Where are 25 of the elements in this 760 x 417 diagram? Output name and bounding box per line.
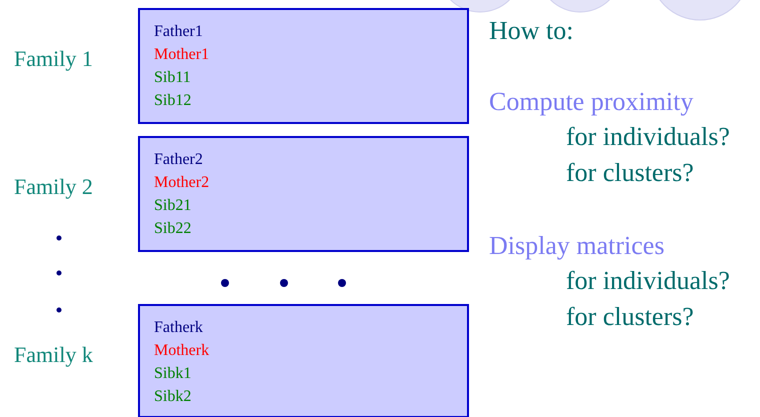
- member-name: Father1: [154, 22, 203, 42]
- member-name: Mother2: [154, 173, 210, 193]
- member-name: Sibk2: [154, 387, 192, 407]
- family-box: [138, 136, 469, 252]
- member-name: Sib12: [154, 91, 192, 111]
- member-name: Father2: [154, 150, 203, 170]
- member-name: Sib11: [154, 68, 191, 88]
- question-text: for individuals?: [566, 122, 730, 152]
- question-text: Compute proximity: [489, 87, 694, 117]
- member-name: Sib22: [154, 219, 192, 239]
- question-text: for clusters?: [566, 302, 694, 332]
- member-name: Sibk1: [154, 364, 192, 384]
- family-box: [138, 8, 469, 124]
- member-name: Mother1: [154, 45, 210, 65]
- question-text: Display matrices: [489, 231, 664, 261]
- member-name: Motherk: [154, 341, 210, 361]
- question-text: for individuals?: [566, 266, 730, 296]
- member-name: Sib21: [154, 196, 192, 216]
- question-text: How to:: [489, 16, 574, 46]
- family-label: Family 2: [14, 174, 93, 200]
- family-box: [138, 304, 469, 417]
- question-text: for clusters?: [566, 158, 694, 188]
- family-label: Family k: [14, 342, 93, 368]
- member-name: Fatherk: [154, 318, 203, 338]
- family-label: Family 1: [14, 46, 93, 72]
